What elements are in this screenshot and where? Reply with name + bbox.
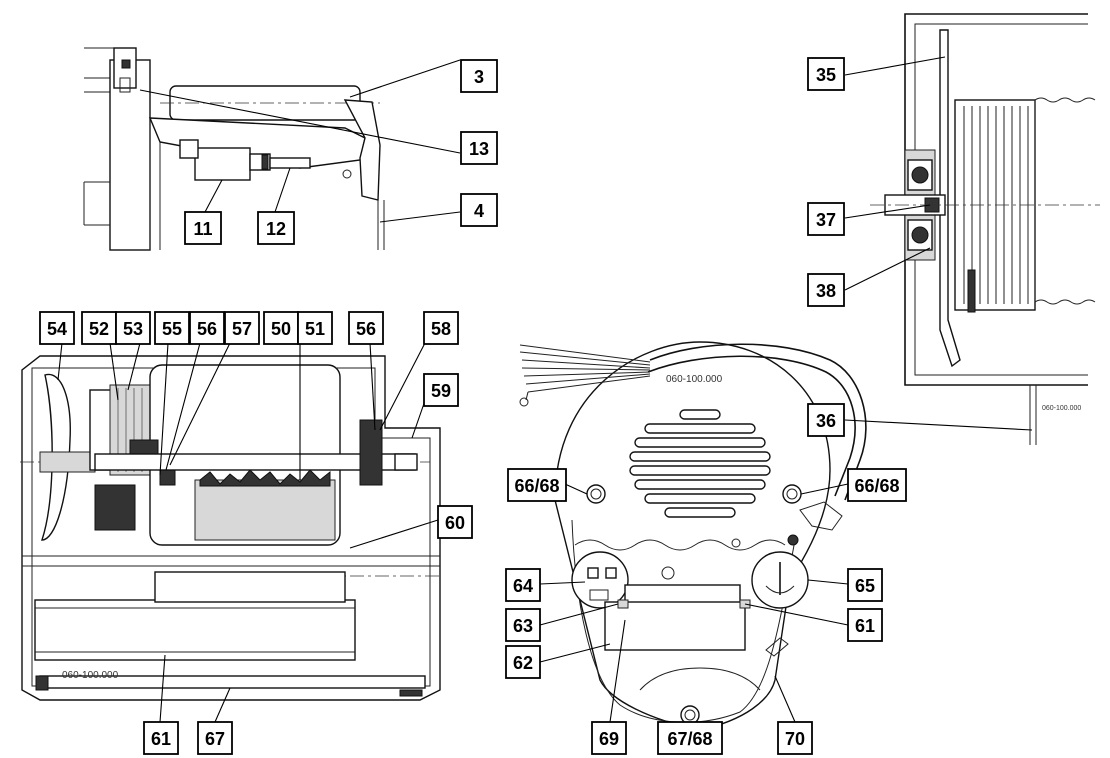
hinge-assembly-view [83, 47, 385, 251]
label-61-left: 61 [151, 729, 171, 749]
callout-62: 62 [505, 645, 541, 679]
label-12: 12 [266, 219, 286, 239]
label-3: 3 [474, 67, 484, 87]
label-69: 69 [599, 729, 619, 749]
label-51: 51 [305, 319, 325, 339]
label-70: 70 [785, 729, 805, 749]
label-53: 53 [123, 319, 143, 339]
callout-61-right: 61 [847, 608, 883, 642]
label-65: 65 [855, 576, 875, 596]
label-52: 52 [89, 319, 109, 339]
label-56-left: 56 [197, 319, 217, 339]
label-61-right: 61 [855, 616, 875, 636]
label-13: 13 [469, 139, 489, 159]
callout-64: 64 [505, 568, 541, 602]
round-housing-view: 060-100.000 [519, 341, 867, 731]
label-36: 36 [816, 411, 836, 431]
label-62: 62 [513, 653, 533, 673]
label-67: 67 [205, 729, 225, 749]
callout-60: 60 [437, 505, 473, 539]
vent-grille [629, 409, 771, 518]
callout-65: 65 [847, 568, 883, 602]
label-66-68-right: 66/68 [854, 476, 899, 496]
callout-11: 11 [184, 211, 222, 245]
callout-37: 37 [807, 202, 845, 236]
callout-70: 70 [777, 721, 813, 755]
label-64: 64 [513, 576, 533, 596]
callout-67: 67 [197, 721, 233, 755]
label-56-right: 56 [356, 319, 376, 339]
callout-66-68-left: 66/68 [507, 468, 567, 502]
label-38: 38 [816, 281, 836, 301]
callout-50: 50 [263, 311, 299, 345]
callout-38: 38 [807, 273, 845, 307]
label-59: 59 [431, 381, 451, 401]
callout-12: 12 [257, 211, 295, 245]
callout-4: 4 [460, 193, 498, 227]
callout-58: 58 [423, 311, 459, 345]
label-50: 50 [271, 319, 291, 339]
callout-57: 57 [224, 311, 260, 345]
reel-part-code: 060-100.000 [1042, 405, 1081, 412]
housing-part-code: 060-100.000 [666, 374, 723, 385]
hose-reel-view: 060-100.000 [870, 13, 1100, 445]
label-58: 58 [431, 319, 451, 339]
callout-13: 13 [460, 131, 498, 165]
callout-3: 3 [460, 59, 498, 93]
callout-53: 53 [115, 311, 151, 345]
motor-section-view: 060-100.000 [20, 355, 441, 701]
callout-35: 35 [807, 57, 845, 91]
callout-52: 52 [81, 311, 117, 345]
callout-61-left: 61 [143, 721, 179, 755]
callout-63: 63 [505, 608, 541, 642]
label-57: 57 [232, 319, 252, 339]
callout-67-68: 67/68 [657, 721, 723, 755]
label-4: 4 [474, 201, 484, 221]
label-63: 63 [513, 616, 533, 636]
callout-66-68-right: 66/68 [847, 468, 907, 502]
callout-54: 54 [39, 311, 75, 345]
label-11: 11 [193, 219, 212, 239]
label-55: 55 [162, 319, 182, 339]
callout-69: 69 [591, 721, 627, 755]
callout-55: 55 [154, 311, 190, 345]
label-37: 37 [816, 210, 836, 230]
leader-lines [57, 56, 1033, 724]
label-66-68-left: 66/68 [514, 476, 559, 496]
callout-labels: 3 13 4 11 12 35 37 38 36 54 52 53 55 56 … [39, 57, 907, 755]
label-60: 60 [445, 513, 465, 533]
callout-36: 36 [807, 403, 845, 437]
callout-59: 59 [423, 373, 459, 407]
callout-56-right: 56 [348, 311, 384, 345]
callout-51: 51 [297, 311, 333, 345]
label-67-68: 67/68 [667, 729, 712, 749]
motor-part-code: 060-100.000 [62, 670, 119, 681]
callout-56-left: 56 [189, 311, 225, 345]
label-54: 54 [47, 319, 67, 339]
label-35: 35 [816, 65, 836, 85]
